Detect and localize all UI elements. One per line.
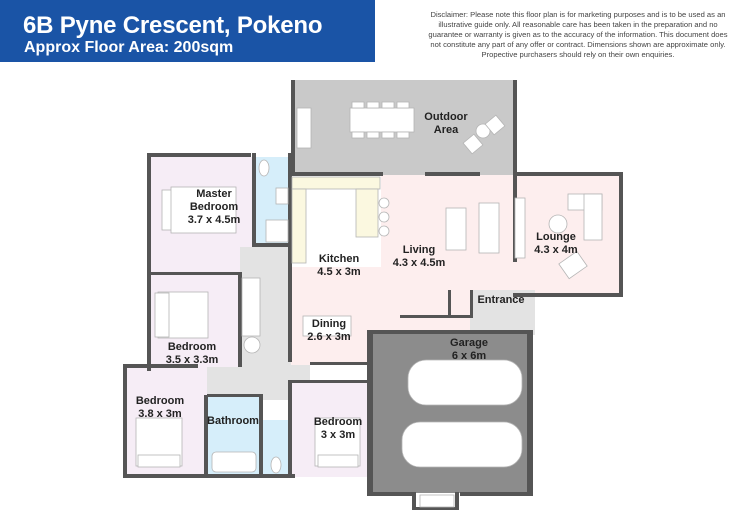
title-banner: 6B Pyne Crescent, Pokeno Approx Floor Ar…: [0, 0, 375, 62]
furniture: [135, 101, 603, 508]
property-address: 6B Pyne Crescent, Pokeno: [23, 12, 323, 39]
entrance-label: Entrance: [477, 294, 525, 306]
entrance-floor: [470, 290, 535, 335]
disclaimer-text: Disclaimer: Please note this floor plan …: [428, 10, 728, 59]
floor-area: Approx Floor Area: 200sqm: [24, 39, 234, 56]
bathroom-label: Bathroom: [207, 415, 259, 427]
